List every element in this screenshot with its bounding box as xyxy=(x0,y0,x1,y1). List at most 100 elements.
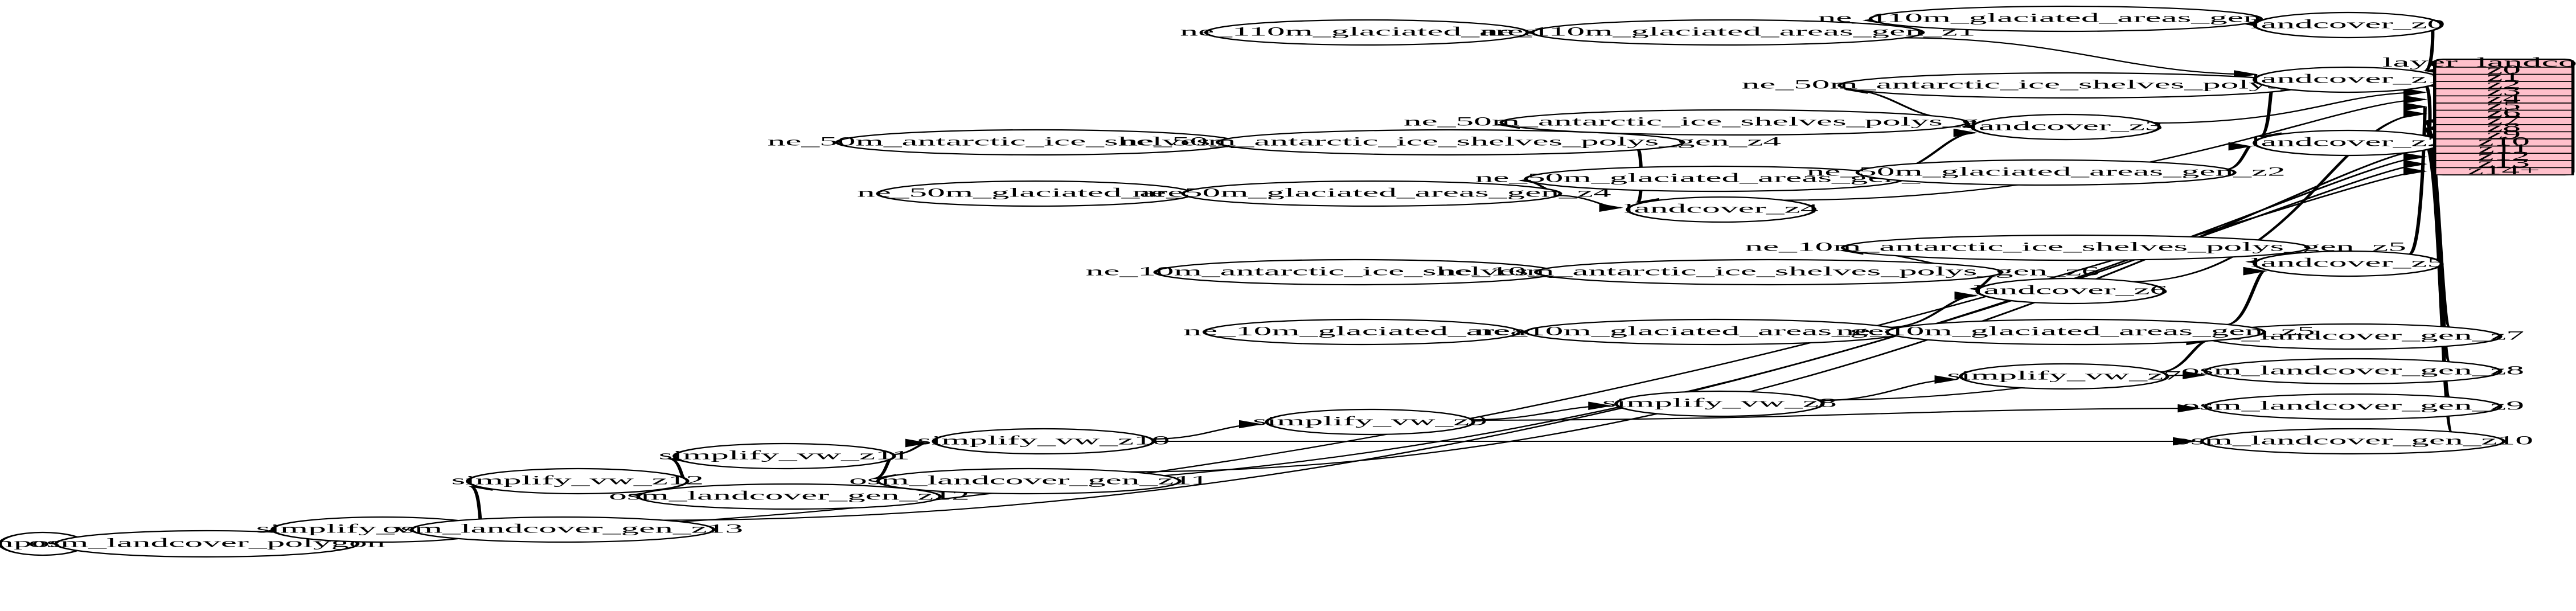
node-label: ne_10m_glaciated_areas_gen_z5 xyxy=(1836,324,2315,338)
node-label: osm_landcover_gen_z8 xyxy=(2181,363,2524,377)
edge-simplify_vw_z9-to-simplify_vw_z8 xyxy=(1471,401,1613,421)
node-ellipse xyxy=(1614,390,1825,417)
node-ne_10m_antarctic_ice_shelves_polys[interactable]: ne_10m_antarctic_ice_shelves_polys xyxy=(1086,259,1625,286)
edges-layer xyxy=(46,16,2454,548)
node-label: ne_10m_antarctic_ice_shelves_polys_gen_z… xyxy=(1438,264,2099,278)
node-label: ne_110m_glaciated_areas_gen_z1 xyxy=(1480,24,1976,38)
record-row-z14plus[interactable] xyxy=(2433,167,2574,175)
node-ellipse xyxy=(1626,196,1817,223)
node-label: landcover_z4 xyxy=(1624,202,1818,215)
edge-ne_10m_glaciated_areas_gen_z6-to-landcover_z6 xyxy=(1888,291,1979,328)
node-simplify_vw_z8[interactable]: simplify_vw_z8 xyxy=(1602,390,1837,417)
node-label: landcover_z5 xyxy=(2251,256,2445,269)
node-label: osm_landcover_gen_z12 xyxy=(609,489,970,502)
edge-simplify_vw_z10-to-simplify_vw_z9 xyxy=(1151,420,1264,440)
node-label: simplify_vw_z11 xyxy=(659,448,910,462)
edge-simplify_vw_z7-to-osm_landcover_gen_z7 xyxy=(2159,337,2210,373)
node-label: simplify_vw_z12 xyxy=(451,473,704,487)
node-landcover_z2[interactable]: landcover_z2 xyxy=(2251,129,2445,157)
node-ne_50m_glaciated_areas[interactable]: ne_50m_glaciated_areas xyxy=(857,180,1213,207)
node-simplify_vw_z10[interactable]: simplify_vw_z10 xyxy=(917,428,1170,455)
node-osm_landcover_gen_z11[interactable]: osm_landcover_gen_z11 xyxy=(849,468,1208,495)
node-osm_landcover_gen_z8[interactable]: osm_landcover_gen_z8 xyxy=(2181,358,2524,385)
node-label: osm_landcover_gen_z9 xyxy=(2181,399,2524,412)
edge-simplify_vw_z9-to-osm_landcover_gen_z9 xyxy=(1471,404,2202,421)
node-osm_landcover_gen_z13[interactable]: osm_landcover_gen_z13 xyxy=(383,516,744,543)
node-ne_110m_glaciated_areas[interactable]: ne_110m_glaciated_areas xyxy=(1180,19,1553,46)
node-ellipse xyxy=(636,483,942,510)
node-landcover_z0[interactable]: landcover_z0 xyxy=(2251,11,2445,39)
node-label: ne_50m_glaciated_areas xyxy=(857,186,1213,199)
node-ne_110m_glaciated_areas_gen_z0[interactable]: ne_110m_glaciated_areas_gen_z0 xyxy=(1818,5,2314,32)
node-label: landcover_z2 xyxy=(2251,135,2445,149)
node-ellipse xyxy=(1202,318,1521,346)
node-ne_50m_glaciated_areas_gen_z2[interactable]: ne_50m_glaciated_areas_gen_z2 xyxy=(1807,159,2286,186)
node-ellipse xyxy=(2253,11,2443,39)
node-ellipse xyxy=(2200,428,2506,455)
edge-ne_50m_glaciated_areas_gen_z2-to-landcover_z2 xyxy=(2226,142,2253,170)
node-ne_50m_antarctic_ice_shelves_polys_gen_z3[interactable]: ne_50m_antarctic_ice_shelves_polys_gen_z… xyxy=(1404,109,2065,136)
node-ellipse xyxy=(1204,19,1529,46)
node-label: ne_50m_glaciated_areas_gen_z2 xyxy=(1807,165,2286,178)
node-label: osm_landcover_gen_z11 xyxy=(849,473,1208,487)
node-simplify_vw_z9[interactable]: simplify_vw_z9 xyxy=(1253,408,1487,436)
node-label: landcover_z0 xyxy=(2251,17,2445,31)
edge-ne_110m_glaciated_areas_gen_z1-to-landcover_z1 xyxy=(1903,37,2258,79)
node-simplify_vw_z7[interactable]: simplify_vw_z7 xyxy=(1947,363,2181,390)
node-landcover_z1[interactable]: landcover_z1 xyxy=(2251,66,2445,93)
node-ne_10m_glaciated_areas[interactable]: ne_10m_glaciated_areas xyxy=(1183,318,1540,346)
record-row-label: z14+ xyxy=(2468,163,2540,177)
node-simplify_vw_z12[interactable]: simplify_vw_z12 xyxy=(451,468,704,495)
node-osm_landcover_gen_z10[interactable]: osm_landcover_gen_z10 xyxy=(2172,428,2533,455)
node-landcover_z3[interactable]: landcover_z3 xyxy=(1968,113,2163,141)
node-osm_landcover_gen_z9[interactable]: osm_landcover_gen_z9 xyxy=(2181,393,2524,420)
node-label: ne_10m_antarctic_ice_shelves_polys_gen_z… xyxy=(1745,240,2406,253)
node-label: landcover_z3 xyxy=(1968,119,2163,133)
node-ellipse xyxy=(410,516,716,543)
node-ellipse xyxy=(672,442,896,470)
node-label: ne_110m_glaciated_areas xyxy=(1180,24,1553,38)
node-ne_10m_antarctic_ice_shelves_polys_gen_z5[interactable]: ne_10m_antarctic_ice_shelves_polys_gen_z… xyxy=(1745,234,2406,261)
node-ellipse xyxy=(466,468,690,495)
node-label: simplify_vw_z10 xyxy=(917,433,1170,447)
node-ne_10m_glaciated_areas_gen_z5[interactable]: ne_10m_glaciated_areas_gen_z5 xyxy=(1836,318,2315,346)
node-label: simplify_vw_z7 xyxy=(1947,368,2181,382)
node-label: landcover_z1 xyxy=(2251,72,2445,85)
node-osm_landcover_gen_z12[interactable]: osm_landcover_gen_z12 xyxy=(609,483,970,510)
node-label: landcover_z6 xyxy=(1974,283,2168,297)
edge-ne_50m_glaciated_areas_gen_z4-to-landcover_z4 xyxy=(1557,195,1623,212)
node-ellipse xyxy=(1855,159,2237,186)
node-ellipse xyxy=(1499,109,1970,136)
node-ellipse xyxy=(2203,393,2503,420)
node-ellipse xyxy=(1181,180,1562,207)
edge-simplify_vw_z8-to-simplify_vw_z7 xyxy=(1819,375,1959,401)
node-label: osm_landcover_gen_z10 xyxy=(2172,433,2533,447)
node-landcover_z5[interactable]: landcover_z5 xyxy=(2251,250,2445,277)
edge-landcover_z3-to-layer_landcover-z3 xyxy=(2153,88,2428,124)
node-label: ne_50m_antarctic_ice_shelves_polys_gen_z… xyxy=(1404,114,2065,128)
node-landcover_z6[interactable]: landcover_z6 xyxy=(1974,277,2168,305)
node-ne_110m_glaciated_areas_gen_z1[interactable]: ne_110m_glaciated_areas_gen_z1 xyxy=(1480,19,1976,46)
edge-simplify_vw_z11-to-simplify_vw_z10 xyxy=(892,438,930,456)
node-landcover_z4[interactable]: landcover_z4 xyxy=(1624,196,1818,223)
edge-landcover_z5-to-layer_landcover-z5 xyxy=(2406,105,2429,255)
record-node-layer: layer_landcoverz0z1z2z3z4z5z6z7z8z9z10z1… xyxy=(2382,55,2576,177)
node-ne_10m_antarctic_ice_shelves_polys_gen_z6[interactable]: ne_10m_antarctic_ice_shelves_polys_gen_z… xyxy=(1438,259,2099,286)
node-label: ne_10m_glaciated_areas_gen_z6 xyxy=(1475,324,1954,338)
node-ne_50m_antarctic_ice_shelves_polys_gen_z4[interactable]: ne_50m_antarctic_ice_shelves_polys_gen_z… xyxy=(1119,129,1781,156)
node-ellipse xyxy=(932,428,1155,455)
node-ellipse xyxy=(1265,408,1475,436)
node-ellipse xyxy=(876,468,1182,495)
edge-osm_landcover_gen_z11-to-layer_landcover-z11 xyxy=(1127,145,2428,473)
node-ellipse xyxy=(1868,5,2263,32)
node-label: ne_50m_glaciated_areas_gen_z4 xyxy=(1132,186,1611,199)
node-ellipse xyxy=(2203,358,2503,385)
node-ne_50m_glaciated_areas_gen_z4[interactable]: ne_50m_glaciated_areas_gen_z4 xyxy=(1132,180,1611,207)
node-ellipse xyxy=(1975,277,2166,305)
node-ellipse xyxy=(1533,259,2004,286)
node-ellipse xyxy=(1959,363,2169,390)
node-simplify_vw_z11[interactable]: simplify_vw_z11 xyxy=(659,442,910,470)
edge-landcover_z6-to-layer_landcover-z6 xyxy=(2132,109,2428,282)
